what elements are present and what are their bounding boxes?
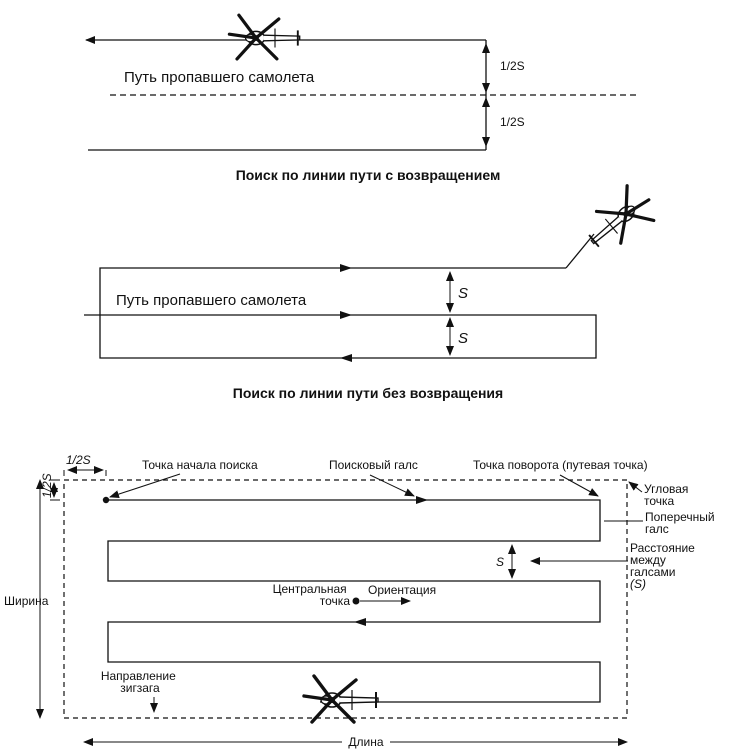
track-label: Путь пропавшего самолета	[124, 69, 315, 86]
direction-arrow-bottom	[340, 354, 352, 362]
search-leg-label: Поисковый галс	[329, 458, 418, 472]
start-point-marker	[102, 496, 110, 504]
start-point-label: Точка начала поиска	[142, 458, 258, 472]
search-leg-leader	[369, 474, 415, 497]
helicopter-icon	[227, 13, 302, 61]
track-line-return-diagram: Путь пропавшего самолета 1/2S 1/2S Поиск…	[85, 13, 636, 183]
orientation-label: Ориентация	[368, 583, 436, 597]
helicopter-icon	[577, 179, 663, 262]
turn-point-label: Точка поворота (путевая точка)	[473, 458, 648, 472]
length-label-bg	[342, 735, 390, 749]
track-label: Путь пропавшего самолета	[116, 292, 307, 309]
half-s-horizontal-label: 1/2S	[66, 453, 91, 467]
caption-track-return: Поиск по линии пути с возвращением	[236, 167, 501, 183]
center-point-marker	[352, 597, 360, 605]
start-point-leader	[109, 473, 181, 498]
turn-point-leader	[559, 474, 599, 497]
s-top-label: S	[458, 285, 468, 302]
direction-arrow-top	[340, 264, 352, 272]
helicopter-icon	[302, 674, 380, 724]
center-point-label: Центральная точка	[273, 582, 351, 608]
exit-leg	[565, 233, 595, 269]
parallel-sweep-diagram: 1/2S 1/2S Точка начала поиска Поисковый …	[4, 453, 718, 749]
s-bottom-label: S	[458, 330, 468, 347]
caption-track-no-return: Поиск по линии пути без возвращения	[233, 385, 503, 401]
leg-arrow-1	[416, 496, 428, 504]
half-s-bottom-label: 1/2S	[500, 115, 525, 129]
half-s-vertical-label: 1/2S	[40, 473, 54, 498]
leg-arrow-2	[354, 618, 366, 626]
direction-arrow-middle	[340, 311, 352, 319]
corner-point-label: Угловая точка	[644, 482, 692, 508]
leg-spacing-label: Расстояние между галсами (S)	[630, 541, 698, 591]
search-area-boundary	[63, 479, 628, 719]
half-s-top-label: 1/2S	[500, 59, 525, 73]
width-label: Ширина	[4, 594, 49, 608]
zigzag-direction-label: Направление зигзага	[101, 669, 179, 695]
cross-leg-label: Поперечный галс	[645, 510, 718, 536]
search-legs-path	[106, 499, 601, 703]
s-label: S	[496, 555, 504, 569]
corner-point-leader	[628, 481, 643, 493]
length-label: Длина	[348, 735, 383, 749]
track-line-no-return-diagram: Путь пропавшего самолета S S Поиск по ли…	[84, 179, 663, 401]
